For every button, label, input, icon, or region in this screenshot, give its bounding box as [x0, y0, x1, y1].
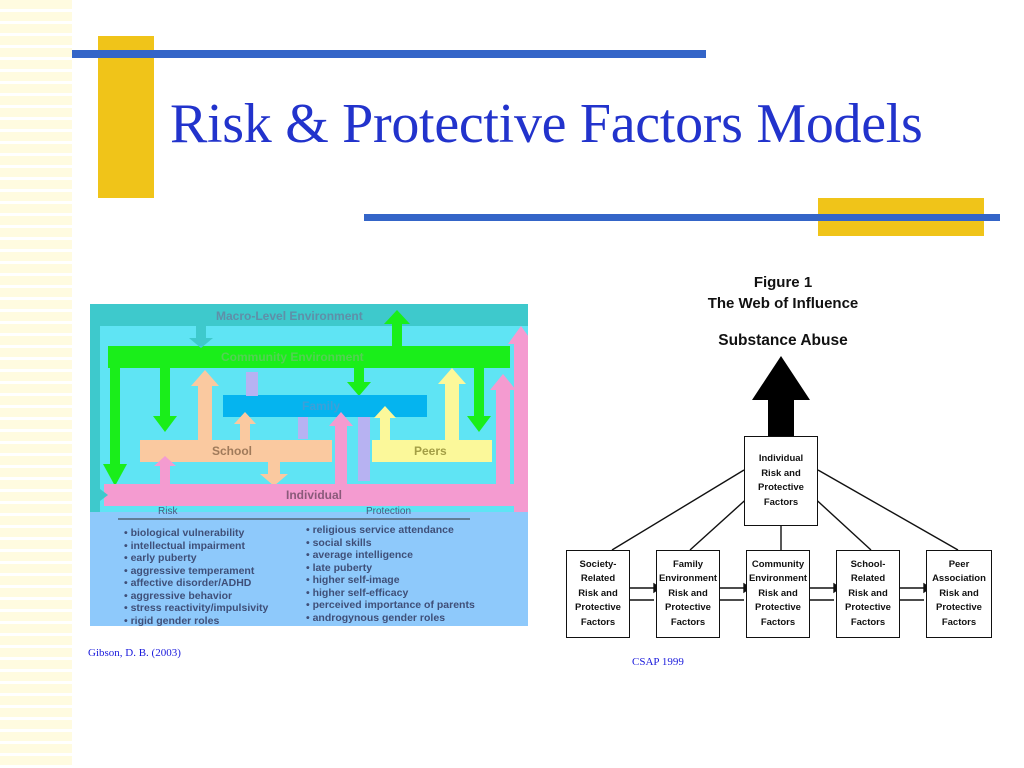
protective-factor-list: • religious service attendance • social …	[306, 524, 475, 624]
protective-factor-item: • religious service attendance	[306, 524, 454, 536]
family-label: Family	[302, 399, 341, 413]
protection-header: Protection	[366, 506, 412, 517]
school-label: School	[212, 444, 253, 458]
school-factors-box: School- Related Risk and Protective Fact…	[836, 550, 900, 638]
protective-factor-item: • late puberty	[306, 561, 373, 574]
protective-factor-item: • higher self-image	[306, 574, 400, 586]
community-factors-box: Community Environment Risk and Protectiv…	[746, 550, 810, 638]
slide-title: Risk & Protective Factors Models	[170, 93, 923, 155]
risk-factor-item: • biological vulnerability	[124, 527, 245, 539]
ecological-model-diagram: Macro-Level Environment Community Enviro…	[90, 304, 528, 626]
accent-blue-line-top	[72, 50, 706, 58]
substance-abuse-label: Substance Abuse	[718, 332, 848, 349]
protective-factor-item: • perceived importance of parents	[306, 599, 475, 611]
decorative-stripe	[0, 0, 72, 768]
society-factors-box: Society- Related Risk and Protective Fac…	[566, 550, 630, 638]
protective-factor-item: • higher self-efficacy	[306, 586, 409, 599]
risk-factor-item: • aggressive behavior	[124, 589, 233, 602]
right-citation: CSAP 1999	[632, 656, 684, 668]
accent-blue-line-bottom	[364, 214, 1000, 221]
left-citation: Gibson, D. B. (2003)	[88, 647, 181, 659]
figure-title: The Web of Influence	[707, 295, 859, 312]
community-environment-label: Community Environment	[221, 350, 364, 364]
risk-factor-item: • stress reactivity/impulsivity	[124, 602, 269, 614]
macro-environment-label: Macro-Level Environment	[216, 309, 363, 323]
figure-label: Figure 1	[753, 274, 813, 291]
risk-factor-item: • affective disorder/ADHD	[124, 577, 252, 589]
ecological-model-graphic	[90, 304, 528, 520]
peers-label: Peers	[414, 444, 447, 458]
peer-factors-box: Peer Association Risk and Protective Fac…	[926, 550, 992, 638]
risk-factor-item: • intellectual impairment	[124, 539, 245, 552]
web-of-influence-diagram: Figure 1 The Web of Influence Substance …	[562, 270, 1004, 648]
protective-factor-item: • average intelligence	[306, 549, 413, 561]
risk-factor-list: • biological vulnerability • intellectua…	[124, 527, 268, 626]
risk-header: Risk	[158, 506, 178, 517]
risk-factor-item: • rigid gender roles	[124, 614, 220, 627]
risk-factor-item: • aggressive temperament	[124, 564, 255, 577]
family-factors-box: Family Environment Risk and Protective F…	[656, 550, 720, 638]
protective-factor-item: • androgynous gender roles	[306, 611, 446, 624]
risk-factor-item: • early puberty	[124, 552, 197, 564]
individual-label: Individual	[286, 488, 343, 502]
individual-factors-box: Individual Risk and Protective Factors	[744, 436, 818, 526]
protective-factor-item: • social skills	[306, 536, 372, 549]
accent-yellow-bar-top	[98, 36, 154, 198]
